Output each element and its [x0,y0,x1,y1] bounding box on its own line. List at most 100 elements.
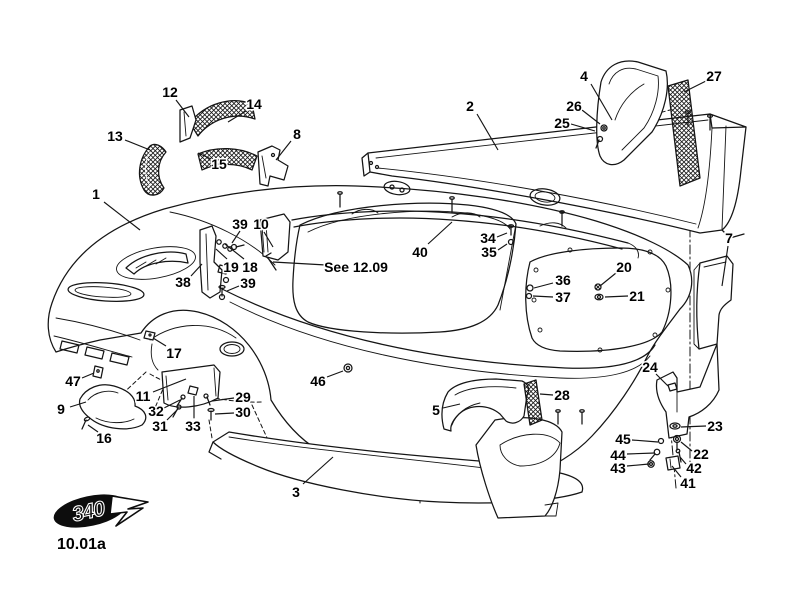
callout-1: 1 [92,186,100,202]
callout-11: 11 [136,388,151,404]
leader-line [599,272,617,287]
callout-12: 12 [162,84,178,100]
leader-line [272,261,327,266]
callout-23: 23 [707,418,723,434]
logo-oval [53,494,127,528]
callout-45: 45 [615,431,631,447]
intake-scoop-5 [441,378,530,432]
callout-20: 20 [616,259,632,275]
callout-33: 33 [185,418,201,434]
body-shell-panel-1 [47,180,693,481]
leader-line [679,456,687,465]
leader-line [626,452,656,455]
clip-47 [92,365,104,379]
callout-30: 30 [235,404,251,420]
callout-3: 3 [292,484,300,500]
callout-10: 10 [253,216,269,232]
leader-line [326,370,344,378]
callout-43: 43 [610,460,626,476]
leader-line [683,80,707,93]
callout-22: 22 [693,446,709,462]
callout-17: 17 [166,345,182,361]
callout-40: 40 [412,244,428,260]
leader-line [626,463,650,467]
callout-46: 46 [310,373,326,389]
callout-21: 21 [629,288,645,304]
callout-36: 36 [555,272,571,288]
callout-4: 4 [580,68,588,84]
leader-line [476,113,499,151]
leader-line [263,231,274,248]
callout-42: 42 [686,460,702,476]
mesh-grille-27 [667,79,701,187]
callout-19: 19 [223,259,239,275]
logo-r-swoosh [109,495,149,527]
leader-line [680,441,693,452]
leader-line [226,285,240,292]
leader-line [655,373,669,387]
leader-line [190,263,203,277]
callout-32: 32 [148,403,164,419]
leader-line [103,201,141,231]
leader-line [721,245,729,287]
mesh-grille-28 [523,379,543,426]
callout-38: 38 [175,274,191,290]
callout-2: 2 [466,98,474,114]
leader-line [231,230,241,244]
leader-line [214,412,235,415]
leader-line [163,399,181,409]
callout-18: 18 [242,259,258,275]
callout-26: 26 [566,98,582,114]
leader-line [227,110,247,123]
support-bracket-24 [655,343,720,439]
small-fasteners-centre [343,224,604,373]
callout-see-12-09: See 12.09 [324,259,388,275]
callout-27: 27 [706,68,722,84]
leader-line [197,152,212,160]
callout-47: 47 [65,373,81,389]
sill-finisher-panel-2 [361,110,747,239]
leader-line [604,295,629,298]
leader-line [539,393,554,396]
callout-7: 7 [725,230,733,246]
mounting-pins [337,191,565,227]
model-logo: 340 [53,494,149,528]
leader-line [570,123,596,132]
callout-15: 15 [211,156,227,172]
callout-9: 9 [57,401,65,417]
leader-line [671,465,682,478]
fastener-cluster-right [647,422,682,471]
leader-line [215,248,228,260]
callout-34: 34 [480,230,496,246]
bracket-9 [78,384,147,430]
trim-strip-40 [291,208,639,259]
leader-line [442,403,461,409]
mesh-grilles-12-15 [138,100,258,196]
leader-line [175,99,190,118]
leader-line [152,337,167,347]
page-code: 10.01a [57,536,106,553]
leader-line [631,439,659,443]
callout-5: 5 [432,402,440,418]
leader-line [496,232,508,238]
callout-39: 39 [240,275,256,291]
callout-13: 13 [107,128,123,144]
leader-line [224,243,245,260]
quarter-panel-7 [693,255,734,350]
bracket-10 [259,213,291,271]
leader-line [590,83,613,121]
callout-31: 31 [152,418,168,434]
leader-line [211,397,235,402]
leader-line [275,140,292,161]
callout-39: 39 [232,216,248,232]
leader-line [302,456,334,485]
callout-44: 44 [610,447,626,463]
side-vent-panel-4 [595,60,668,166]
leader-line [533,282,554,289]
callout-28: 28 [554,387,570,403]
leader-line [680,425,707,428]
callout-24: 24 [642,359,658,375]
